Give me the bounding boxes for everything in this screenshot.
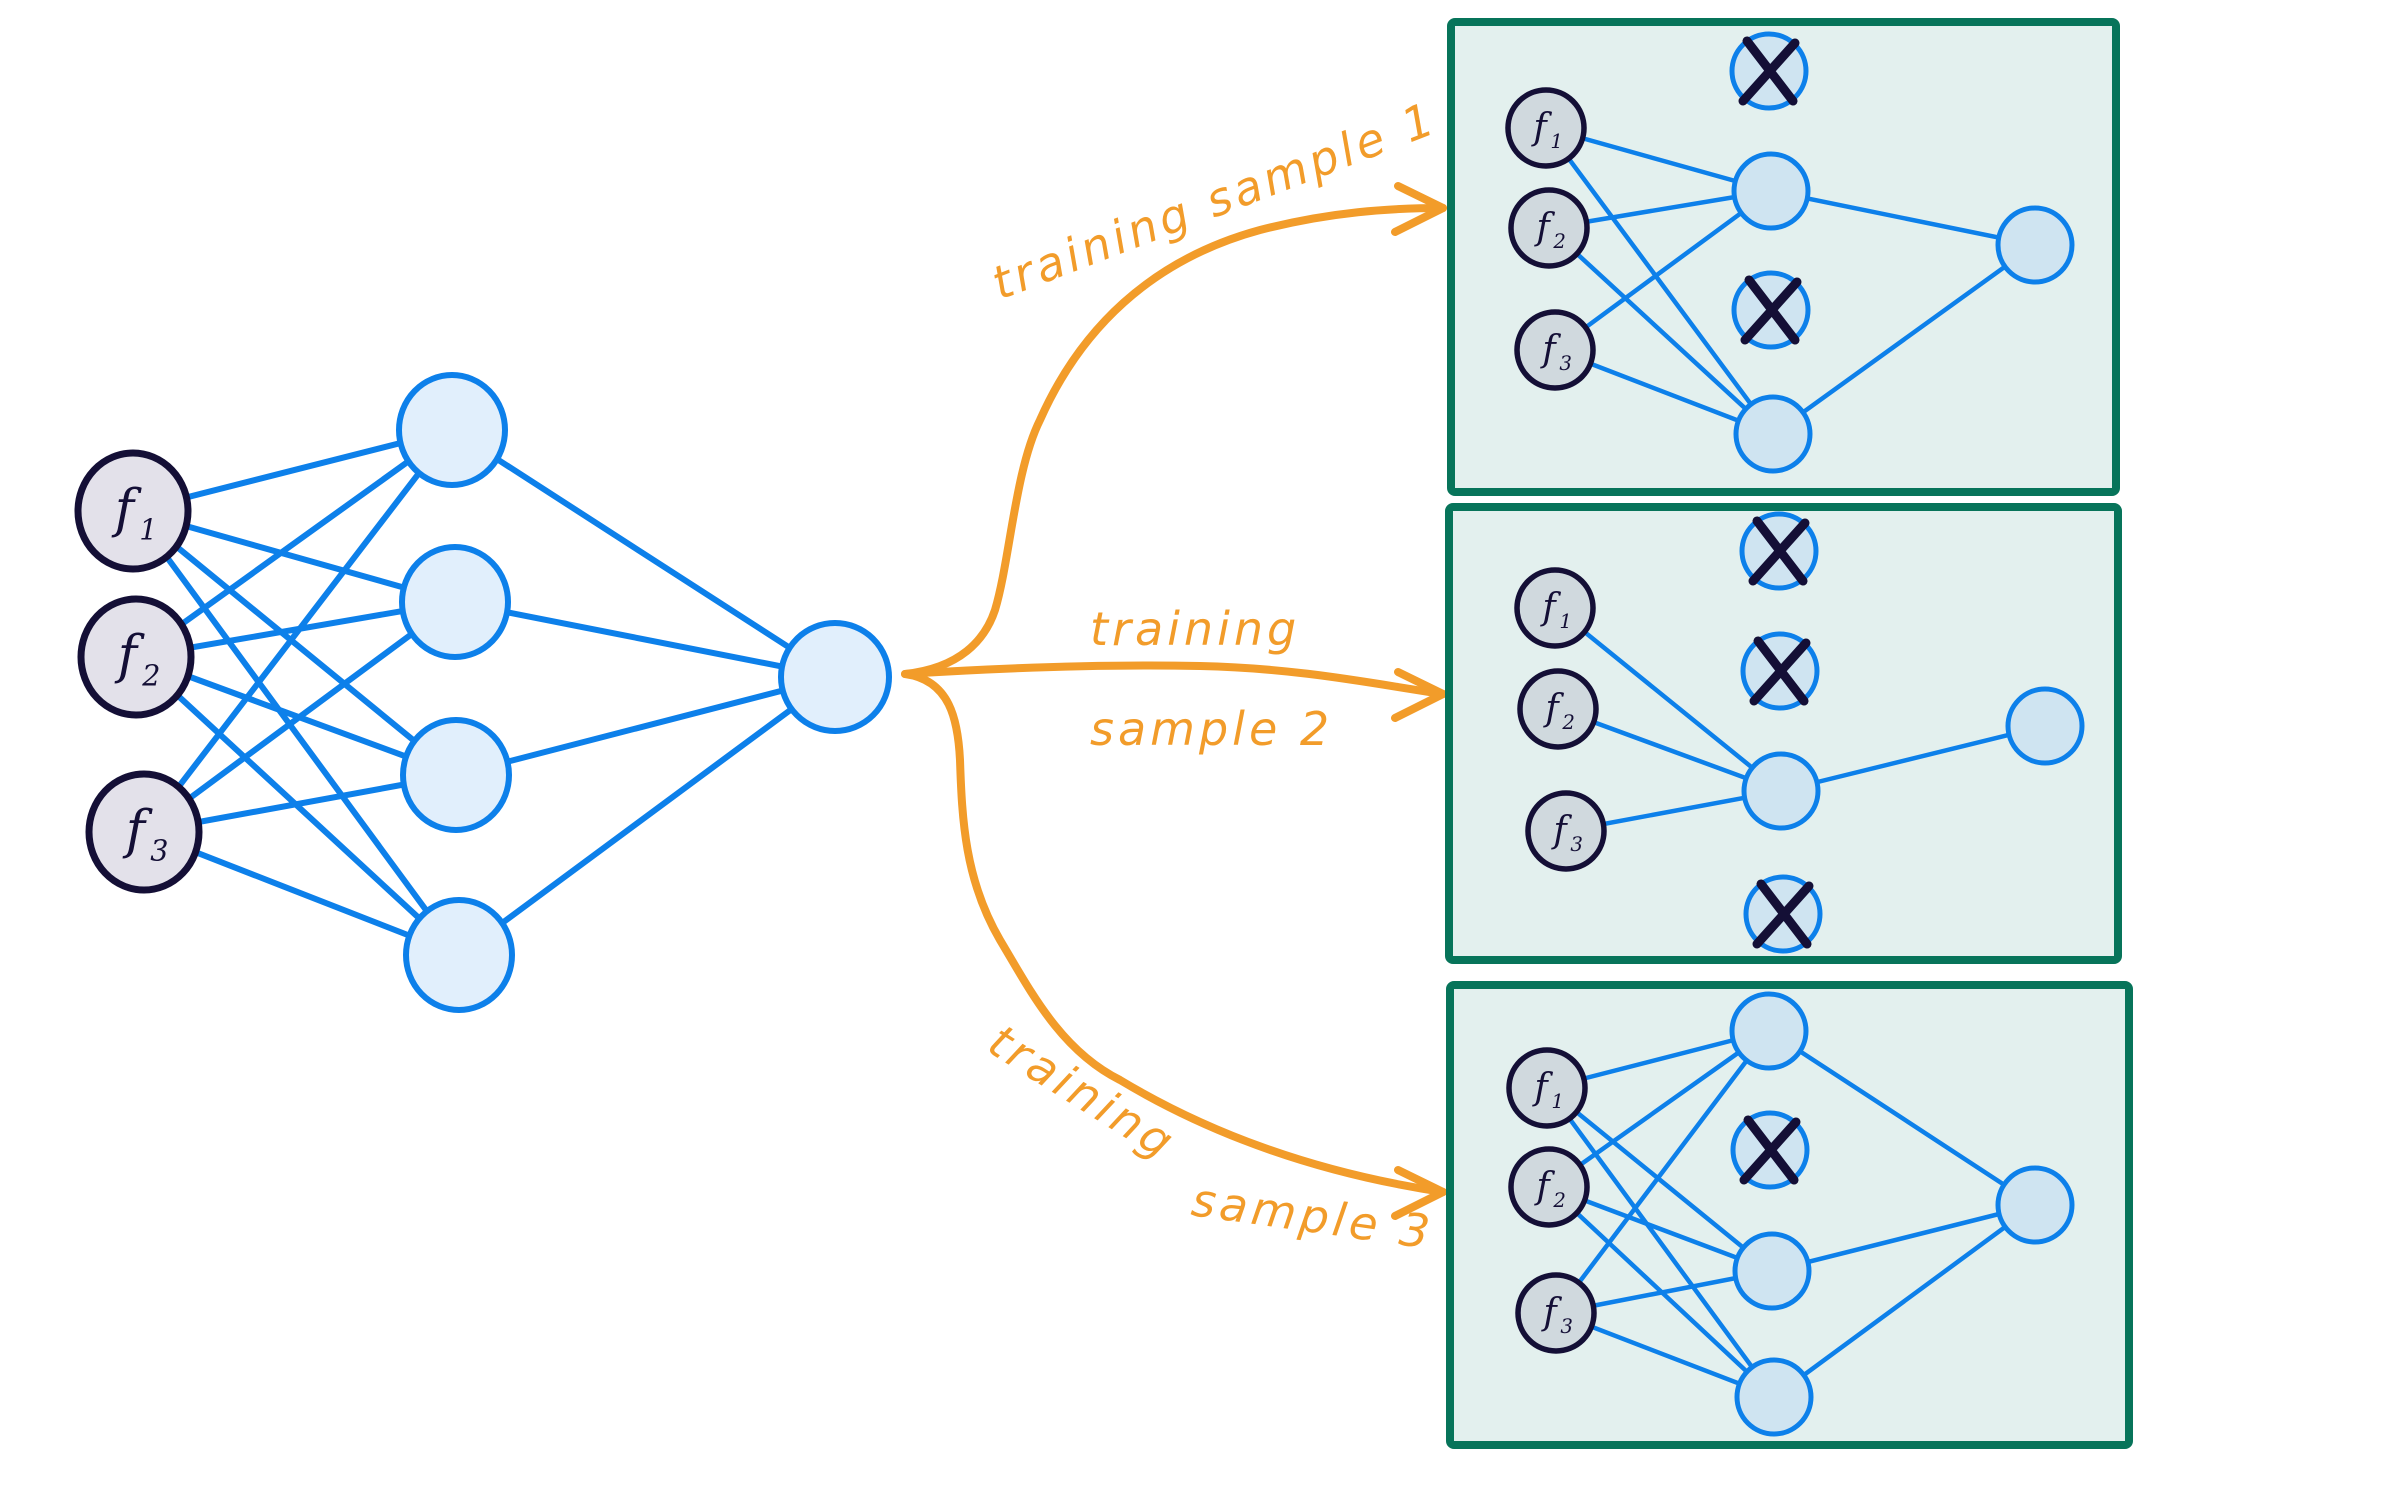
sample3-dropped-hidden-neuron-2: X xyxy=(1730,1110,1810,1190)
sample1-edge-f2-h4 xyxy=(1546,225,1776,437)
sample2-edge-f1-h3 xyxy=(1552,605,1784,794)
full-edge-h2-output xyxy=(452,599,838,680)
input-subscript: 1 xyxy=(1550,130,1563,153)
sample1-hidden-neuron-4 xyxy=(1733,394,1813,474)
input-subscript: 1 xyxy=(1559,610,1572,633)
arrow-line xyxy=(901,661,1447,698)
full-hidden-neuron-4 xyxy=(403,897,515,1013)
panel-frame xyxy=(1445,503,2122,964)
full-hidden-neuron-3 xyxy=(400,717,512,833)
dropped-x-icon: X xyxy=(1739,1115,1801,1185)
sample1-dropped-hidden-neuron-1: X xyxy=(1729,31,1809,111)
input-subscript: 2 xyxy=(1561,711,1575,734)
sample3-edge-h4-output xyxy=(1771,1202,2038,1400)
input-subscript: 3 xyxy=(1559,352,1572,375)
sample3-edge-h3-output xyxy=(1769,1202,2038,1274)
full-hidden-neuron-1 xyxy=(396,372,508,488)
full-edge-f2-h1 xyxy=(133,427,455,660)
sample2-dropped-hidden-neuron-2: X xyxy=(1740,631,1820,711)
arrowhead-icon xyxy=(1391,182,1447,236)
full-edge-h4-output xyxy=(456,674,838,958)
input-subscript: 2 xyxy=(1552,1189,1566,1212)
full-edge-f1-h3 xyxy=(130,508,459,778)
training-sample-label: training sample 1 xyxy=(985,91,1445,311)
full-edge-h3-output xyxy=(453,674,838,778)
input-subscript: 1 xyxy=(139,513,157,547)
dropped-x-icon: X xyxy=(1748,516,1810,586)
dropped-x-icon: X xyxy=(1740,275,1802,345)
dropped-x-icon: X xyxy=(1749,636,1811,706)
full-edge-f1-h4 xyxy=(130,508,462,958)
arrow-line xyxy=(901,670,1447,1196)
training-sample-label-line2: sample 2 xyxy=(1090,702,1333,756)
sample2-edge-h3-output xyxy=(1778,723,2048,794)
sample1-edge-h2-output xyxy=(1768,188,2038,248)
input-subscript: 1 xyxy=(1551,1090,1564,1113)
training-sample-arrow-1: training sample 1 xyxy=(901,91,1447,678)
arrowhead-icon xyxy=(1391,668,1447,722)
sample3-hidden-neuron-3 xyxy=(1732,1231,1812,1311)
training-sample-arrow-2: training sample 2 xyxy=(901,602,1447,756)
sample2-output-neuron xyxy=(2005,686,2085,766)
full-connections xyxy=(130,427,838,958)
sample3-output-neuron xyxy=(1995,1165,2075,1245)
sample1-edge-h4-output xyxy=(1770,242,2038,437)
sample3-edge-f1-h4 xyxy=(1544,1085,1777,1400)
sample1-edge-f1-h4 xyxy=(1543,125,1776,437)
full-edge-f3-h2 xyxy=(141,599,458,835)
sample1-edge-f3-h2 xyxy=(1552,188,1774,353)
sample3-edge-f2-h1 xyxy=(1546,1028,1772,1190)
dropped-x-icon: X xyxy=(1752,879,1814,949)
sample2-dropped-hidden-neuron-1: X xyxy=(1739,511,1819,591)
input-subscript: 3 xyxy=(150,834,168,868)
sample3-hidden-neuron-4 xyxy=(1734,1357,1814,1437)
training-sample-label: training xyxy=(1090,602,1300,656)
sample2-hidden-neuron-3 xyxy=(1741,751,1821,831)
panel-frame xyxy=(1446,981,2133,1449)
sample2-dropped-hidden-neuron-4: X xyxy=(1743,874,1823,954)
full-edge-h1-output xyxy=(449,427,838,680)
sample1-hidden-neuron-2 xyxy=(1731,151,1811,231)
sample3-edge-f3-h1 xyxy=(1553,1028,1772,1316)
full-output-neuron xyxy=(778,620,892,734)
full-hidden-neuron-2 xyxy=(399,544,511,660)
input-subscript: 2 xyxy=(141,659,160,693)
arrow-line xyxy=(901,204,1447,678)
input-subscript: 2 xyxy=(1552,230,1566,253)
training-sample-label: training xyxy=(979,1014,1186,1171)
sample1-output-neuron xyxy=(1995,205,2075,285)
arrowhead-icon xyxy=(1391,1166,1447,1220)
sample1-dropped-hidden-neuron-3: X xyxy=(1731,270,1811,350)
full-edge-f3-h1 xyxy=(141,427,455,835)
sample3-hidden-neuron-1 xyxy=(1729,991,1809,1071)
input-subscript: 3 xyxy=(1560,1315,1573,1338)
dropped-x-icon: X xyxy=(1738,36,1800,106)
input-subscript: 3 xyxy=(1570,833,1583,856)
sample3-edge-h1-output xyxy=(1766,1028,2038,1208)
